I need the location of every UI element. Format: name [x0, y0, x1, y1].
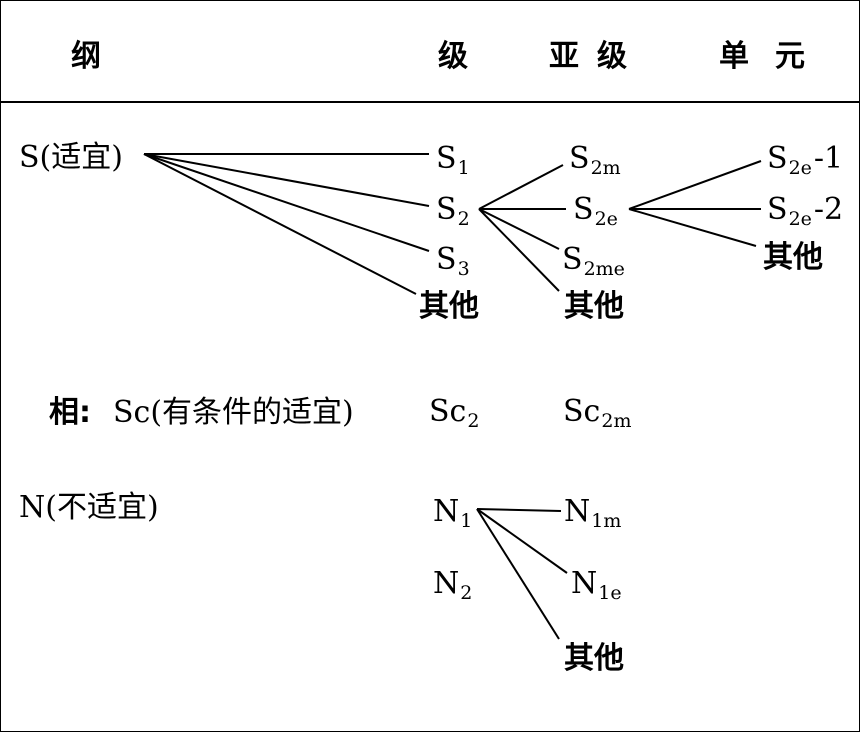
- phase-label: 相:: [49, 395, 91, 430]
- class-node-sc2: Sc2: [429, 394, 479, 432]
- subclass-node-sc2m: Sc2m: [563, 394, 631, 432]
- header-class: 级: [438, 39, 468, 74]
- class-node: N2: [433, 566, 472, 604]
- class-node: S2: [436, 192, 470, 230]
- subclass-node: S2m: [569, 141, 621, 179]
- order-n: N(不适宜): [19, 490, 159, 525]
- unit-node: S2e-1: [767, 141, 843, 179]
- header-subclass: 亚级: [549, 39, 645, 74]
- order-sc: Sc(有条件的适宜): [113, 395, 354, 430]
- class-node: 其他: [419, 289, 479, 324]
- unit-node: 其他: [763, 240, 823, 275]
- subclass-node: 其他: [564, 289, 624, 324]
- unit-node: S2e-2: [767, 192, 843, 230]
- n-connectors: [476, 508, 568, 640]
- subclass-node: N1m: [564, 494, 621, 532]
- subclass-node: 其他: [564, 641, 624, 676]
- header-order: 纲: [71, 39, 101, 74]
- class-node: S3: [436, 242, 470, 280]
- subclass-node: N1e: [571, 566, 622, 604]
- class-node: S1: [436, 141, 470, 179]
- subclass-node: S2me: [562, 242, 625, 280]
- header-unit: 单元: [719, 39, 831, 74]
- order-s: S(适宜): [19, 140, 123, 175]
- s-connectors: [143, 153, 762, 295]
- class-node: N1: [433, 494, 472, 532]
- subclass-node: S2e: [573, 192, 618, 230]
